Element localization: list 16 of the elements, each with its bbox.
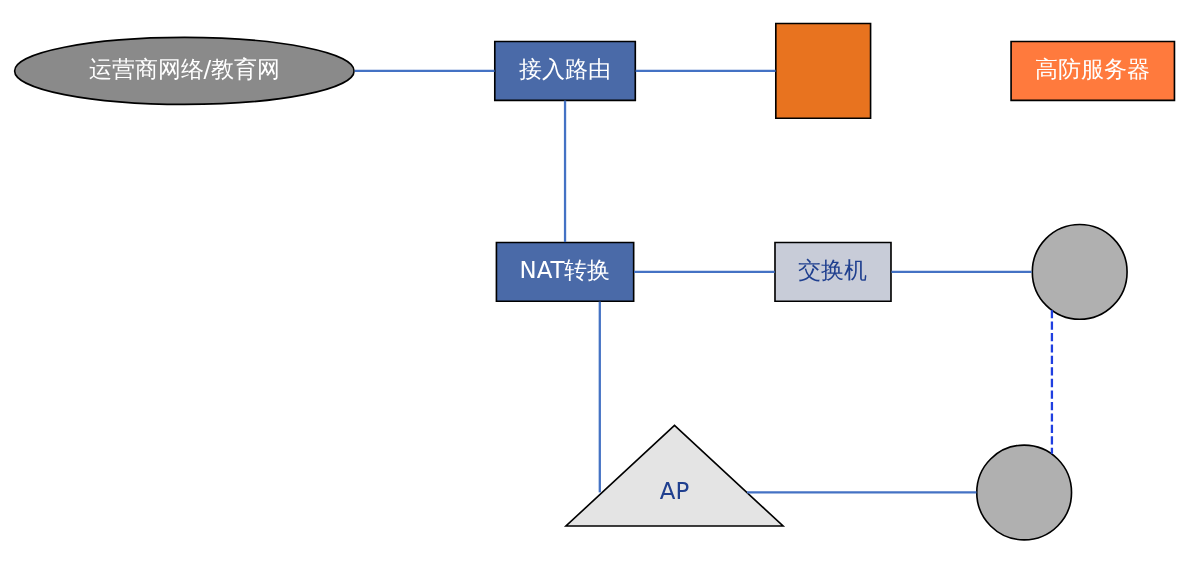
connector xyxy=(634,270,775,274)
node-box: NAT转换 xyxy=(495,241,635,303)
node-person xyxy=(975,444,1073,541)
node-box: 接入路由 xyxy=(493,40,637,102)
connector xyxy=(891,270,1032,274)
node-person xyxy=(1031,223,1128,321)
node-box: 交换机 xyxy=(774,241,892,303)
connector xyxy=(598,301,601,493)
connector xyxy=(1050,310,1054,454)
connector xyxy=(563,100,567,243)
connector xyxy=(746,491,977,494)
node-ellipse: 运营商网络/教育网 xyxy=(13,36,355,106)
connector xyxy=(354,69,495,73)
node-box: 高防服务器 xyxy=(1010,40,1176,102)
node-box xyxy=(775,22,872,120)
connector xyxy=(635,69,776,73)
